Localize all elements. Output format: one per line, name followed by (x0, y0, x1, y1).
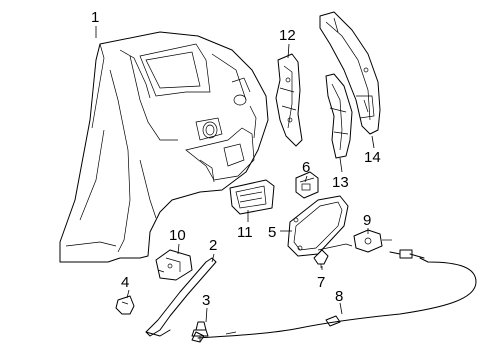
callout-6: 6 (302, 159, 310, 176)
clip-4 (115, 295, 135, 315)
opener-actuator-9 (353, 229, 392, 253)
callout-3: 3 (202, 292, 210, 309)
bracket-10 (155, 249, 193, 281)
callout-14: 14 (364, 149, 381, 166)
callout-10: 10 (169, 227, 186, 244)
callout-13: 13 (332, 174, 349, 191)
strap-2 (145, 257, 217, 337)
release-cable-8 (191, 249, 477, 343)
quarter-panel (59, 31, 269, 263)
callout-labels: 1 2 3 4 5 6 7 8 9 10 11 12 13 14 (91, 9, 381, 309)
rear-pillar-14 (319, 11, 381, 135)
callout-7: 7 (317, 274, 325, 291)
leader-lines (95, 26, 375, 323)
screw-3 (191, 321, 209, 342)
bumper-7 (313, 249, 329, 268)
callout-12: 12 (279, 27, 296, 44)
inner-panel-12 (275, 53, 303, 147)
fuel-door-5 (287, 195, 353, 257)
callout-8: 8 (335, 288, 343, 305)
callout-5: 5 (268, 224, 276, 241)
callout-9: 9 (363, 212, 371, 229)
lock-clip-6 (295, 171, 319, 199)
callout-2: 2 (209, 237, 217, 254)
callout-11: 11 (237, 224, 253, 241)
filler-housing-11 (229, 179, 275, 215)
inner-panel-13 (325, 73, 353, 159)
callout-4: 4 (121, 274, 129, 291)
callout-1: 1 (91, 9, 99, 26)
